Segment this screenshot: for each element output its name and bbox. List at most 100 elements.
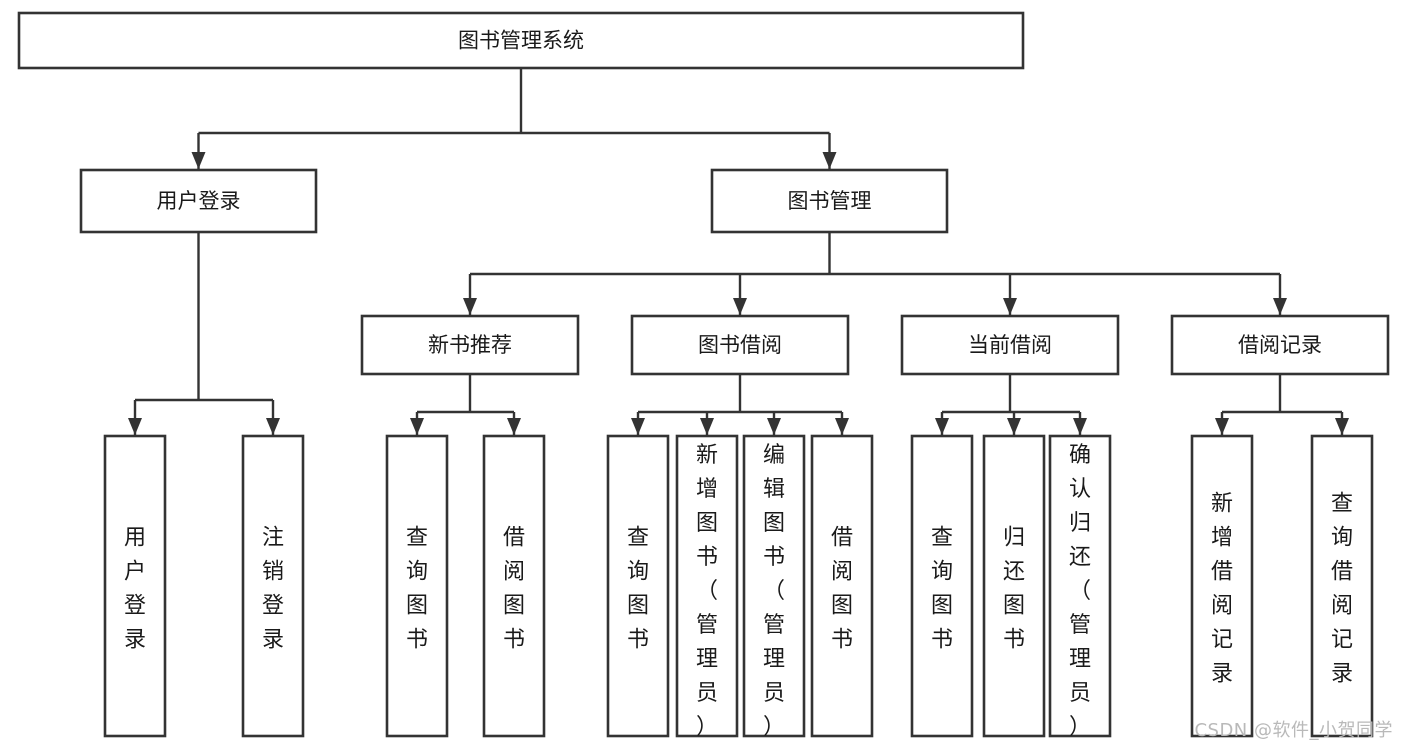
csdn-watermark: CSDN @软件_小贺同学: [1194, 720, 1393, 741]
node-label-glyph: 认: [1069, 477, 1091, 502]
node-level3-新书推荐[interactable]: 新书推荐: [360, 314, 580, 376]
node-label-glyph: 管: [696, 613, 718, 638]
node-label-glyph: （: [763, 579, 785, 604]
node-label-glyph: 询: [1331, 526, 1353, 551]
node-label-glyph: ）: [696, 715, 718, 740]
node-label-glyph: 书: [406, 628, 428, 653]
arrow-head-icon: [463, 298, 477, 315]
node-label: 用户登录: [157, 189, 241, 213]
node-label-glyph: 理: [696, 647, 718, 672]
node-label-glyph: 借: [503, 526, 525, 551]
node-box: [482, 434, 546, 738]
node-box: [900, 314, 1120, 376]
node-level2-图书管理[interactable]: 图书管理: [710, 168, 949, 234]
arrow-head-icon: [1273, 298, 1287, 315]
node-label-glyph: 查: [406, 526, 428, 551]
node-level3-借阅记录[interactable]: 借阅记录: [1170, 314, 1390, 376]
node-label-glyph: 记: [1211, 628, 1233, 653]
node-label-glyph: ）: [763, 715, 785, 740]
node-label-glyph: 新: [1211, 492, 1233, 517]
node-label-glyph: 查: [931, 526, 953, 551]
node-box: [810, 434, 874, 738]
node-box: [982, 434, 1046, 738]
node-level3-当前借阅[interactable]: 当前借阅: [900, 314, 1120, 376]
node-label-glyph: 图: [627, 594, 649, 619]
node-label-glyph: 增: [696, 477, 718, 502]
node-label-glyph: 管: [763, 613, 785, 638]
node-label-glyph: 录: [1331, 662, 1353, 687]
node-label-glyph: 借: [831, 526, 853, 551]
node-box: [910, 434, 974, 738]
arrow-head-icon: [1003, 298, 1017, 315]
arrow-head-icon: [191, 152, 206, 169]
node-label: 借阅记录: [1238, 333, 1322, 357]
node-label: 图书管理系统: [458, 29, 584, 53]
node-label-glyph: 图: [406, 594, 428, 619]
arrow-head-icon: [767, 418, 781, 435]
node-label-glyph: 书: [696, 545, 718, 570]
arrow-head-icon: [631, 418, 645, 435]
arrow-head-icon: [1335, 418, 1349, 435]
node-root-图书管理系统[interactable]: 图书管理系统: [17, 11, 1025, 70]
node-label-glyph: 登: [262, 594, 284, 619]
node-label-glyph: 借: [1331, 560, 1353, 585]
node-layer: 图书管理系统用户登录图书管理新书推荐图书借阅当前借阅借阅记录用户登录注销登录查询…: [17, 11, 1390, 740]
node-label-glyph: 阅: [1331, 594, 1353, 619]
node-box: [606, 434, 670, 738]
node-label-glyph: 记: [1331, 628, 1353, 653]
node-label-glyph: 户: [124, 560, 146, 585]
node-label-glyph: 确: [1069, 443, 1091, 468]
node-label-glyph: 借: [1211, 560, 1233, 585]
node-box: [742, 434, 806, 738]
node-level3-图书借阅[interactable]: 图书借阅: [630, 314, 850, 376]
node-box: [360, 314, 580, 376]
node-box: [103, 434, 167, 738]
node-label-glyph: 书: [1003, 628, 1025, 653]
node-level2-用户登录[interactable]: 用户登录: [79, 168, 318, 234]
node-box: [79, 168, 318, 234]
node-label-glyph: 编: [763, 443, 785, 468]
node-label-glyph: 书: [763, 545, 785, 570]
node-box: [17, 11, 1025, 70]
node-label-glyph: 增: [1211, 526, 1233, 551]
node-label-glyph: 阅: [1211, 594, 1233, 619]
arrow-head-icon: [822, 152, 837, 169]
node-label-glyph: 录: [262, 628, 284, 653]
node-box: [710, 168, 949, 234]
node-label-glyph: 图: [503, 594, 525, 619]
arrow-head-icon: [700, 418, 714, 435]
node-box: [1190, 434, 1254, 738]
node-box: [630, 314, 850, 376]
node-label-glyph: 用: [124, 526, 146, 551]
node-label-glyph: 销: [262, 560, 284, 585]
node-label-glyph: 员: [1069, 681, 1091, 706]
arrow-head-icon: [835, 418, 849, 435]
connector-layer: [128, 68, 1349, 435]
arrow-head-icon: [935, 418, 949, 435]
node-label-glyph: ）: [1069, 715, 1091, 740]
node-leaf-用户登录[interactable]: 用户登录: [103, 434, 167, 738]
node-label-glyph: 询: [627, 560, 649, 585]
node-label-glyph: 登: [124, 594, 146, 619]
node-label-glyph: （: [696, 579, 718, 604]
node-label-glyph: 查: [1331, 492, 1353, 517]
node-label-glyph: 图: [831, 594, 853, 619]
node-label-glyph: （: [1069, 579, 1091, 604]
node-label-glyph: 查: [627, 526, 649, 551]
node-label-glyph: 录: [1211, 662, 1233, 687]
node-box: [675, 434, 739, 738]
